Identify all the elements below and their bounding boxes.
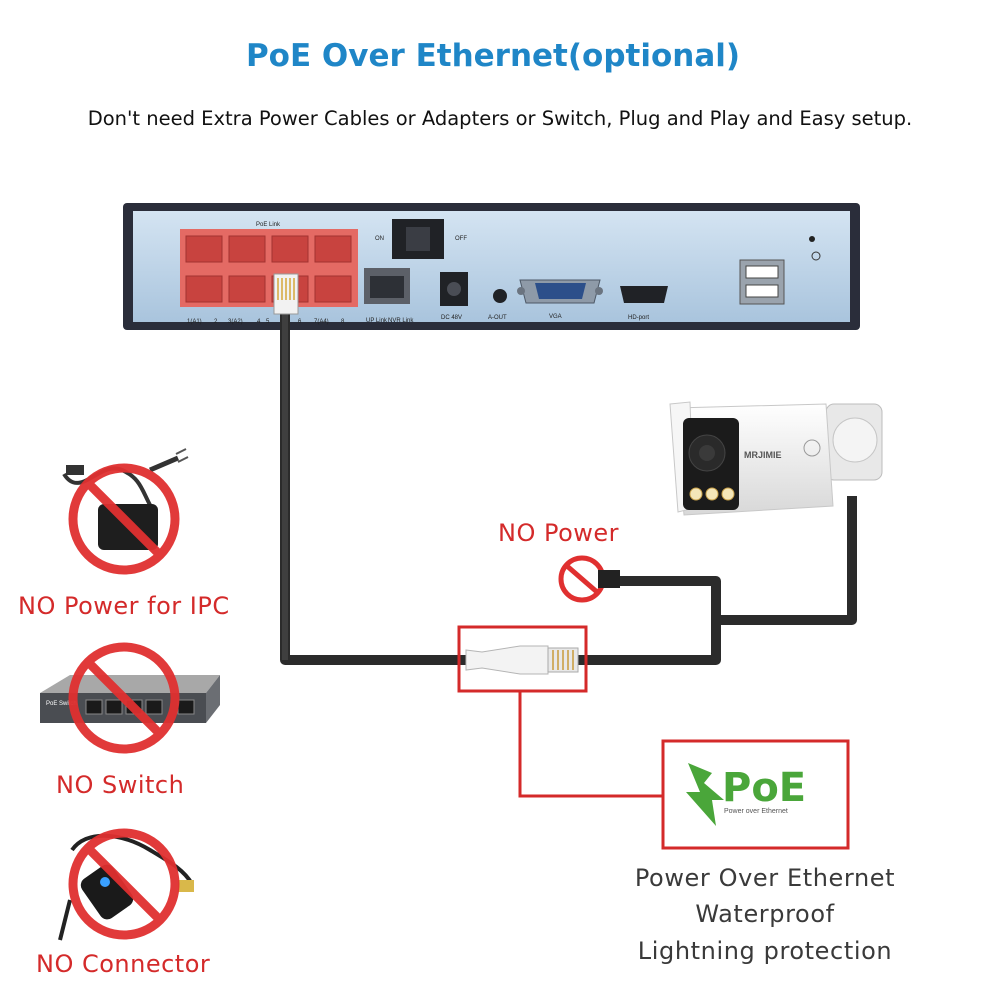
no-switch-label: NO Switch xyxy=(56,771,185,799)
page-subtitle: Don't need Extra Power Cables or Adapter… xyxy=(87,107,913,130)
poe-logo-text: PoE xyxy=(722,765,806,811)
svg-text:VGA: VGA xyxy=(549,314,562,320)
bullet-camera: MRJIMIE xyxy=(669,401,883,516)
svg-text:7(A4): 7(A4) xyxy=(314,319,329,325)
connector-highlight-box xyxy=(457,625,588,693)
highlight-leader-line xyxy=(518,691,663,798)
feature-lightning: Lightning protection xyxy=(637,937,893,965)
no-power-label: NO Power xyxy=(498,519,620,547)
usb-ports xyxy=(739,259,785,305)
svg-text:1(A1): 1(A1) xyxy=(187,319,202,325)
svg-text:3(A2): 3(A2) xyxy=(228,319,243,325)
feature-waterproof: Waterproof xyxy=(695,900,835,928)
svg-text:5: 5 xyxy=(266,319,270,325)
feature-poe: Power Over Ethernet xyxy=(634,864,896,892)
no-adapter-prohibition xyxy=(68,463,180,575)
hdmi-port xyxy=(620,286,668,303)
page-title: PoE Over Ethernet(optional) xyxy=(245,38,741,74)
svg-text:8: 8 xyxy=(341,319,345,325)
svg-text:OFF: OFF xyxy=(455,236,467,242)
svg-text:DC 48V: DC 48V xyxy=(441,315,462,321)
no-power-symbol xyxy=(558,555,620,603)
no-power-ipc-label: NO Power for IPC xyxy=(18,592,230,620)
rj45-waterproof-connector xyxy=(465,645,579,675)
rj45-plug-nvr xyxy=(273,273,299,315)
svg-text:ON: ON xyxy=(375,236,384,242)
poe-lightning-icon xyxy=(686,763,724,826)
svg-text:HD-port: HD-port xyxy=(628,315,649,321)
svg-text:PoE Switch: PoE Switch xyxy=(46,701,77,707)
no-connector-prohibition xyxy=(68,828,180,940)
no-switch-prohibition xyxy=(68,642,180,754)
svg-text:NVR Link: NVR Link xyxy=(388,318,414,324)
poe-logo-tagline: Power over Ethernet xyxy=(724,808,788,815)
svg-text:6: 6 xyxy=(298,319,302,325)
svg-text:A-OUT: A-OUT xyxy=(488,315,507,321)
svg-text:2: 2 xyxy=(214,319,218,325)
svg-text:UP Link: UP Link xyxy=(366,318,388,324)
audio-out-port xyxy=(493,289,507,303)
port-number-labels: 1(A1) 2 3(A2) 4 5 6 7(A4) 8 xyxy=(187,319,345,325)
svg-text:MRJIMIE: MRJIMIE xyxy=(744,450,782,460)
nvr-device: PoE Link 1(A1) 2 3(A2) 4 5 6 7(A4) 8 UP … xyxy=(123,203,860,330)
svg-text:4: 4 xyxy=(257,319,261,325)
no-connector-label: NO Connector xyxy=(36,950,211,978)
poe-link-label: PoE Link xyxy=(256,222,281,228)
